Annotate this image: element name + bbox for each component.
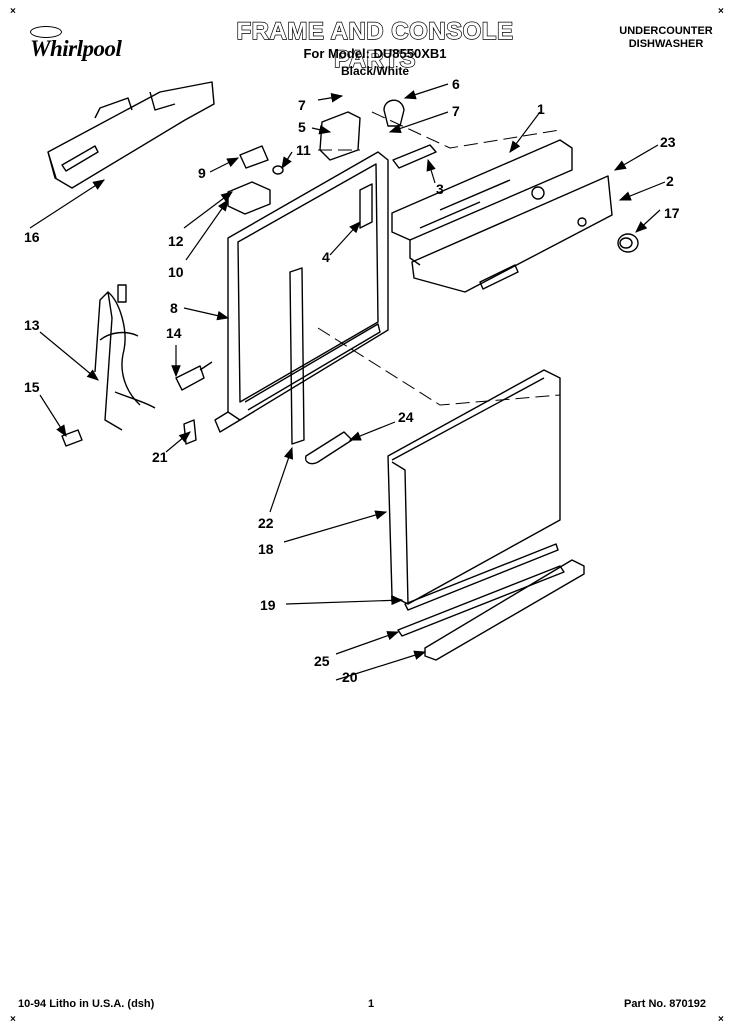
corner-mark-bl: × (10, 1014, 16, 1025)
callout-2: 2 (666, 173, 674, 189)
callout-16: 16 (24, 229, 40, 245)
footer-litho: 10-94 Litho in U.S.A. (dsh) (18, 998, 155, 1010)
logo-swoosh-icon (30, 26, 62, 38)
callout-labels: 1 2 3 4 5 6 7 7 8 9 10 11 12 13 14 15 16… (24, 76, 680, 685)
callout-19: 19 (260, 597, 276, 613)
part-5-latch (319, 111, 361, 161)
callout-21: 21 (152, 449, 168, 465)
part-19-trim (404, 543, 559, 611)
part-1-console (391, 139, 573, 266)
part-25-bottom-strip (397, 565, 565, 637)
brand-name: Whirlpool (30, 36, 122, 61)
callout-12: 12 (168, 233, 184, 249)
corner-mark-br: × (718, 1014, 724, 1025)
callout-23: 23 (660, 134, 676, 150)
part-11-pin (272, 165, 284, 175)
callout-20: 20 (342, 669, 358, 685)
product-type-line-2: DISHWASHER (628, 38, 704, 50)
part-9-hinge (239, 145, 269, 169)
part-3-connector (392, 144, 437, 169)
callout-11: 11 (296, 142, 311, 158)
whirlpool-logo: Whirlpool (22, 22, 152, 66)
leader-lines (29, 83, 666, 681)
model-line: For Model: DU8550XB1 (303, 46, 447, 61)
callout-17: 17 (664, 205, 680, 221)
callout-22: 22 (258, 515, 274, 531)
part-13-wire-harness (94, 284, 156, 431)
part-10-bracket (227, 181, 271, 215)
part-8-door-frame (214, 151, 389, 433)
callout-3: 3 (436, 181, 444, 197)
corner-mark-tl: × (10, 6, 16, 17)
callout-7b: 7 (452, 103, 460, 119)
callout-1: 1 (537, 101, 545, 117)
part-6-latch-handle (383, 99, 405, 127)
footer-page-number: 1 (368, 998, 375, 1010)
callout-5: 5 (298, 119, 306, 135)
part-15-screw (61, 429, 83, 447)
callout-6: 6 (452, 76, 460, 92)
callout-8: 8 (170, 300, 178, 316)
callout-9: 9 (198, 165, 206, 181)
part-16-vent-cover (47, 81, 215, 189)
callout-13: 13 (24, 317, 40, 333)
footer-part-number: Part No. 870192 (624, 998, 706, 1010)
part-17-knob (617, 233, 639, 253)
callout-18: 18 (258, 541, 274, 557)
part-14-switch (175, 361, 213, 391)
callout-7: 7 (298, 97, 306, 113)
part-24-handle-bracket (304, 431, 353, 465)
part-22-gasket-strip (289, 267, 305, 445)
callout-10: 10 (168, 264, 184, 280)
callout-14: 14 (166, 325, 182, 341)
callout-4: 4 (322, 249, 330, 265)
part-18-door-panel (387, 369, 561, 605)
part-2-control-panel (411, 175, 613, 293)
corner-mark-tr: × (718, 6, 724, 17)
callout-15: 15 (24, 379, 40, 395)
product-type: UNDERCOUNTER DISHWASHER (606, 25, 726, 51)
color-line: Black/White (340, 64, 409, 78)
callout-25: 25 (314, 653, 330, 669)
product-type-line-1: UNDERCOUNTER (619, 25, 713, 37)
callout-24: 24 (398, 409, 414, 425)
page-title: FRAME AND CONSOLE PARTS (236, 17, 514, 73)
